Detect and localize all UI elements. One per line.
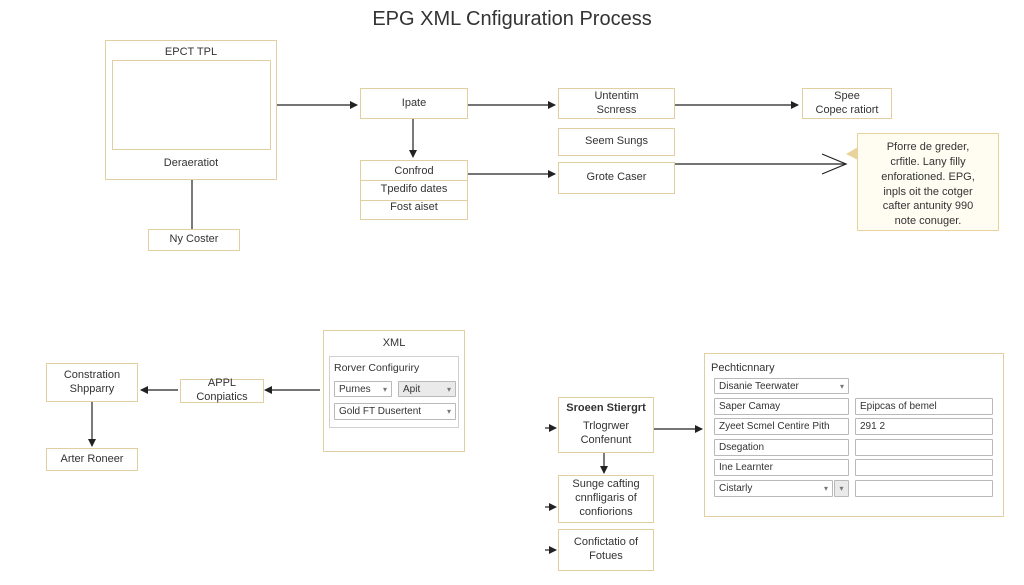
screen-box-title: Sroeen Stiergrt — [566, 402, 646, 414]
panel-row-3-left[interactable]: Zyeet Scmel Centire Pith — [714, 418, 849, 435]
spee-line-1: Spee — [834, 89, 860, 102]
ny-coster-label: Ny Coster — [169, 233, 219, 246]
appl-label: APPL Conpiatics — [196, 377, 248, 403]
panel-row-6-stepper[interactable]: ▾ — [834, 480, 849, 497]
chevron-down-icon: ▾ — [446, 384, 451, 394]
purnes-select-value: Purnes — [339, 383, 371, 395]
untentim-line-2: Scnress — [596, 103, 637, 116]
seem-sungs-box: Seem Sungs — [558, 128, 675, 156]
chevron-down-icon: ▾ — [382, 384, 387, 394]
screen-box-line-1: Trlogrwer — [582, 419, 630, 432]
spee-line-2: Copec ratiort — [815, 103, 879, 116]
untentim-box: Untentim Scnress — [558, 88, 675, 119]
xml-panel-title: XML — [382, 337, 406, 349]
note-line-5: cafter antunity 990 — [882, 200, 974, 213]
panel-row-4-right[interactable] — [855, 439, 993, 456]
panel-row-1-left-value: Disanie Teerwater — [719, 380, 799, 392]
construction-box: Constration Shpparry — [46, 363, 138, 402]
panel-row-3-left-value: Zyeet Scmel Centire Pith — [719, 421, 830, 432]
confrod-divider-2 — [360, 200, 468, 201]
epct-title: EPCT TPL — [164, 46, 218, 58]
confictio-box: Confictatio of Fotues — [558, 529, 654, 571]
panel-row-5-left-value: Ine Learnter — [719, 462, 773, 473]
sunge-line-3: confiorions — [579, 505, 633, 518]
confictio-line-1: Confictatio of — [573, 536, 639, 549]
construction-line-1: Constration — [63, 368, 121, 381]
chevron-down-icon: ▾ — [823, 484, 828, 493]
sunge-box: Sunge cafting cnnfligaris of confiorions — [558, 475, 654, 523]
spee-box: Spee Copec ratiort — [802, 88, 892, 119]
note-line-1: Pforre de greder, — [886, 141, 970, 153]
ny-coster-box: Ny Coster — [148, 229, 240, 251]
panel-row-2-left[interactable]: Saper Camay — [714, 398, 849, 415]
seem-sungs-label: Seem Sungs — [585, 135, 648, 148]
panel-row-3-right[interactable]: 291 2 — [855, 418, 993, 435]
note-line-4: inpls oit the cotger — [883, 185, 973, 198]
xml-inner-frame — [329, 356, 459, 428]
pechticnnary-title: Pechticnnary — [711, 362, 775, 374]
confrod-divider-1 — [360, 180, 468, 181]
epct-inner-frame — [112, 60, 271, 150]
confictio-line-2: Fotues — [589, 550, 623, 562]
purnes-select[interactable]: Purnes ▾ — [334, 381, 392, 397]
epct-tpl-box: EPCT TPL Deraeratiot — [105, 40, 277, 180]
panel-row-5-right[interactable] — [855, 459, 993, 476]
confrod-line-2: Tpedifo dates — [380, 183, 448, 196]
gold-select-value: Gold FT Dusertent — [339, 406, 422, 417]
chevron-down-icon: ▾ — [839, 484, 844, 493]
apit-select-value: Apit — [403, 383, 421, 395]
screen-box: Sroeen Stiergrt Trlogrwer Confenunt — [558, 397, 654, 453]
chevron-down-icon: ▾ — [446, 407, 451, 416]
sunge-line-2: cnnfligaris of — [575, 492, 637, 505]
chevron-down-icon: ▾ — [839, 381, 844, 391]
ipate-label: Ipate — [401, 96, 427, 109]
panel-row-2-right[interactable]: Epipcas of bemel — [855, 398, 993, 415]
xml-panel-subtitle: Rorver Configuriry — [334, 362, 420, 374]
screen-box-line-2: Confenunt — [580, 433, 632, 446]
panel-row-6-left-select[interactable]: Cistarly ▾ — [714, 480, 833, 497]
note-line-6: note conuger. — [894, 215, 962, 228]
panel-row-4-left[interactable]: Dsegation — [714, 439, 849, 456]
note-line-2: crfitle. Lany filly — [890, 155, 966, 168]
panel-row-2-left-value: Saper Camay — [719, 401, 781, 412]
epct-caption: Deraeratiot — [163, 157, 219, 170]
grote-caser-label: Grote Caser — [586, 171, 647, 184]
confrod-line-1: Confrod — [394, 165, 434, 178]
ipate-box: Ipate — [360, 88, 468, 119]
panel-row-6-right[interactable] — [855, 480, 993, 497]
sunge-line-1: Sunge cafting — [572, 478, 640, 491]
untentim-line-1: Untentim — [594, 89, 639, 102]
note-line-3: enforationed. EPG, — [881, 170, 975, 183]
page-title: EPG XML Cnfiguration Process — [372, 8, 652, 30]
apit-select[interactable]: Apit ▾ — [398, 381, 456, 397]
confrod-group-box: Confrod Tpedifo dates Fost aiset — [360, 160, 468, 220]
panel-row-2-right-value: Epipcas of bemel — [860, 401, 937, 412]
annotation-note: Pforre de greder, crfitle. Lany filly en… — [857, 133, 999, 231]
arter-roneer-label: Arter Roneer — [60, 452, 124, 465]
panel-row-3-right-value: 291 2 — [860, 421, 886, 432]
grote-caser-box: Grote Caser — [558, 162, 675, 194]
panel-row-4-left-value: Dsegation — [719, 442, 765, 453]
panel-row-5-left[interactable]: Ine Learnter — [714, 459, 849, 476]
panel-row-1-left-select[interactable]: Disanie Teerwater ▾ — [714, 378, 849, 394]
confrod-line-3: Fost aiset — [390, 201, 438, 214]
gold-select[interactable]: Gold FT Dusertent ▾ — [334, 403, 456, 420]
construction-line-2: Shpparry — [69, 382, 115, 395]
arter-roneer-box: Arter Roneer — [46, 448, 138, 471]
appl-box: APPL Conpiatics — [180, 377, 264, 403]
panel-row-6-left-value: Cistarly — [719, 483, 753, 494]
